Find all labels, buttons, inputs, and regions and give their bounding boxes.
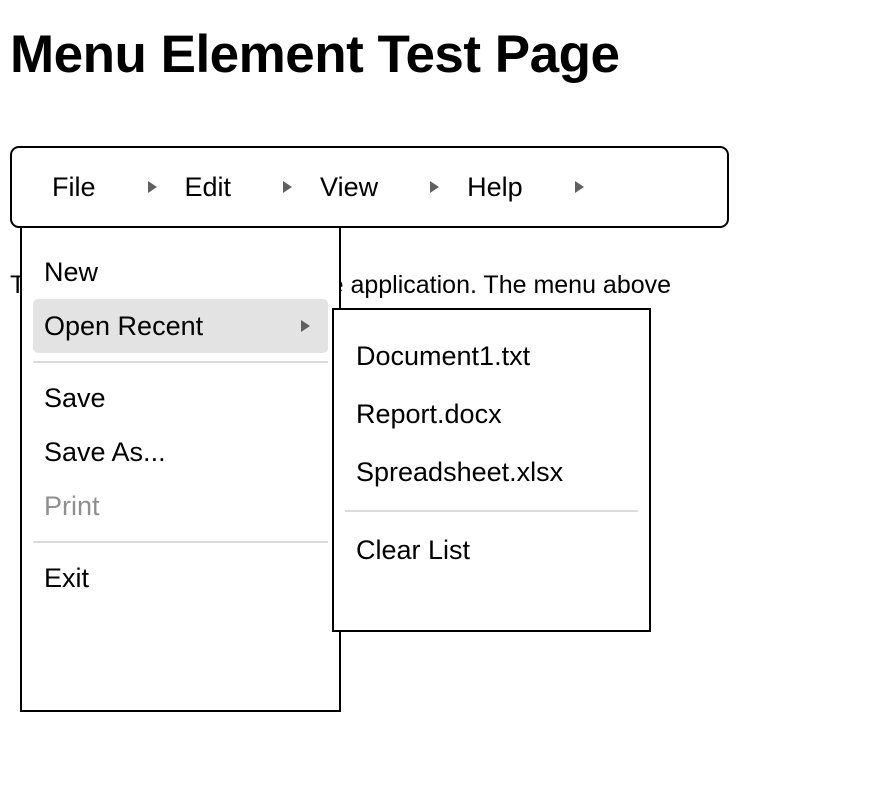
menu-item-label: Save As... <box>44 437 166 467</box>
submenu-item-spreadsheet[interactable]: Spreadsheet.xlsx <box>345 443 638 501</box>
menubar-item-label: Edit <box>184 172 232 202</box>
submenu-item-clear-list[interactable]: Clear List <box>345 521 638 579</box>
menubar: File Edit View Help <box>10 146 729 228</box>
menu-item-label: Document1.txt <box>356 341 531 371</box>
menu-item-label: Spreadsheet.xlsx <box>356 457 564 487</box>
submenu-item-document1[interactable]: Document1.txt <box>345 327 638 385</box>
menubar-item-file[interactable]: File <box>38 148 171 226</box>
menubar-item-view[interactable]: View <box>306 148 453 226</box>
triangle-right-icon <box>301 320 310 332</box>
menubar-item-label: File <box>52 172 96 202</box>
menu-item-label: New <box>44 257 99 287</box>
menu-item-label: Save <box>44 383 106 413</box>
triangle-right-icon <box>147 181 157 193</box>
menubar-item-help[interactable]: Help <box>453 148 598 226</box>
menu-separator <box>33 541 328 543</box>
menubar-item-edit[interactable]: Edit <box>171 148 307 226</box>
menu-item-print: Print <box>33 479 328 533</box>
menubar-item-label: Help <box>467 172 523 202</box>
menu-item-exit[interactable]: Exit <box>33 551 328 605</box>
menu-item-new[interactable]: New <box>33 245 328 299</box>
menu-item-save[interactable]: Save <box>33 371 328 425</box>
menu-item-label: Clear List <box>356 535 471 565</box>
menu-item-label: Report.docx <box>356 399 502 429</box>
menu-item-label: Open Recent <box>44 311 204 341</box>
open-recent-submenu: Document1.txt Report.docx Spreadsheet.xl… <box>332 308 651 632</box>
menu-item-open-recent[interactable]: Open Recent <box>33 299 328 353</box>
page-title: Menu Element Test Page <box>10 25 620 84</box>
menu-separator <box>345 510 638 512</box>
menu-separator <box>33 361 328 363</box>
triangle-right-icon <box>574 181 584 193</box>
menubar-item-label: View <box>320 172 379 202</box>
triangle-right-icon <box>283 181 293 193</box>
menu-item-label: Print <box>44 491 100 521</box>
menu-item-label: Exit <box>44 563 90 593</box>
file-dropdown-menu: New Open Recent Save Save As... Print Ex… <box>20 226 341 712</box>
triangle-right-icon <box>430 181 440 193</box>
menu-item-save-as[interactable]: Save As... <box>33 425 328 479</box>
submenu-item-report[interactable]: Report.docx <box>345 385 638 443</box>
